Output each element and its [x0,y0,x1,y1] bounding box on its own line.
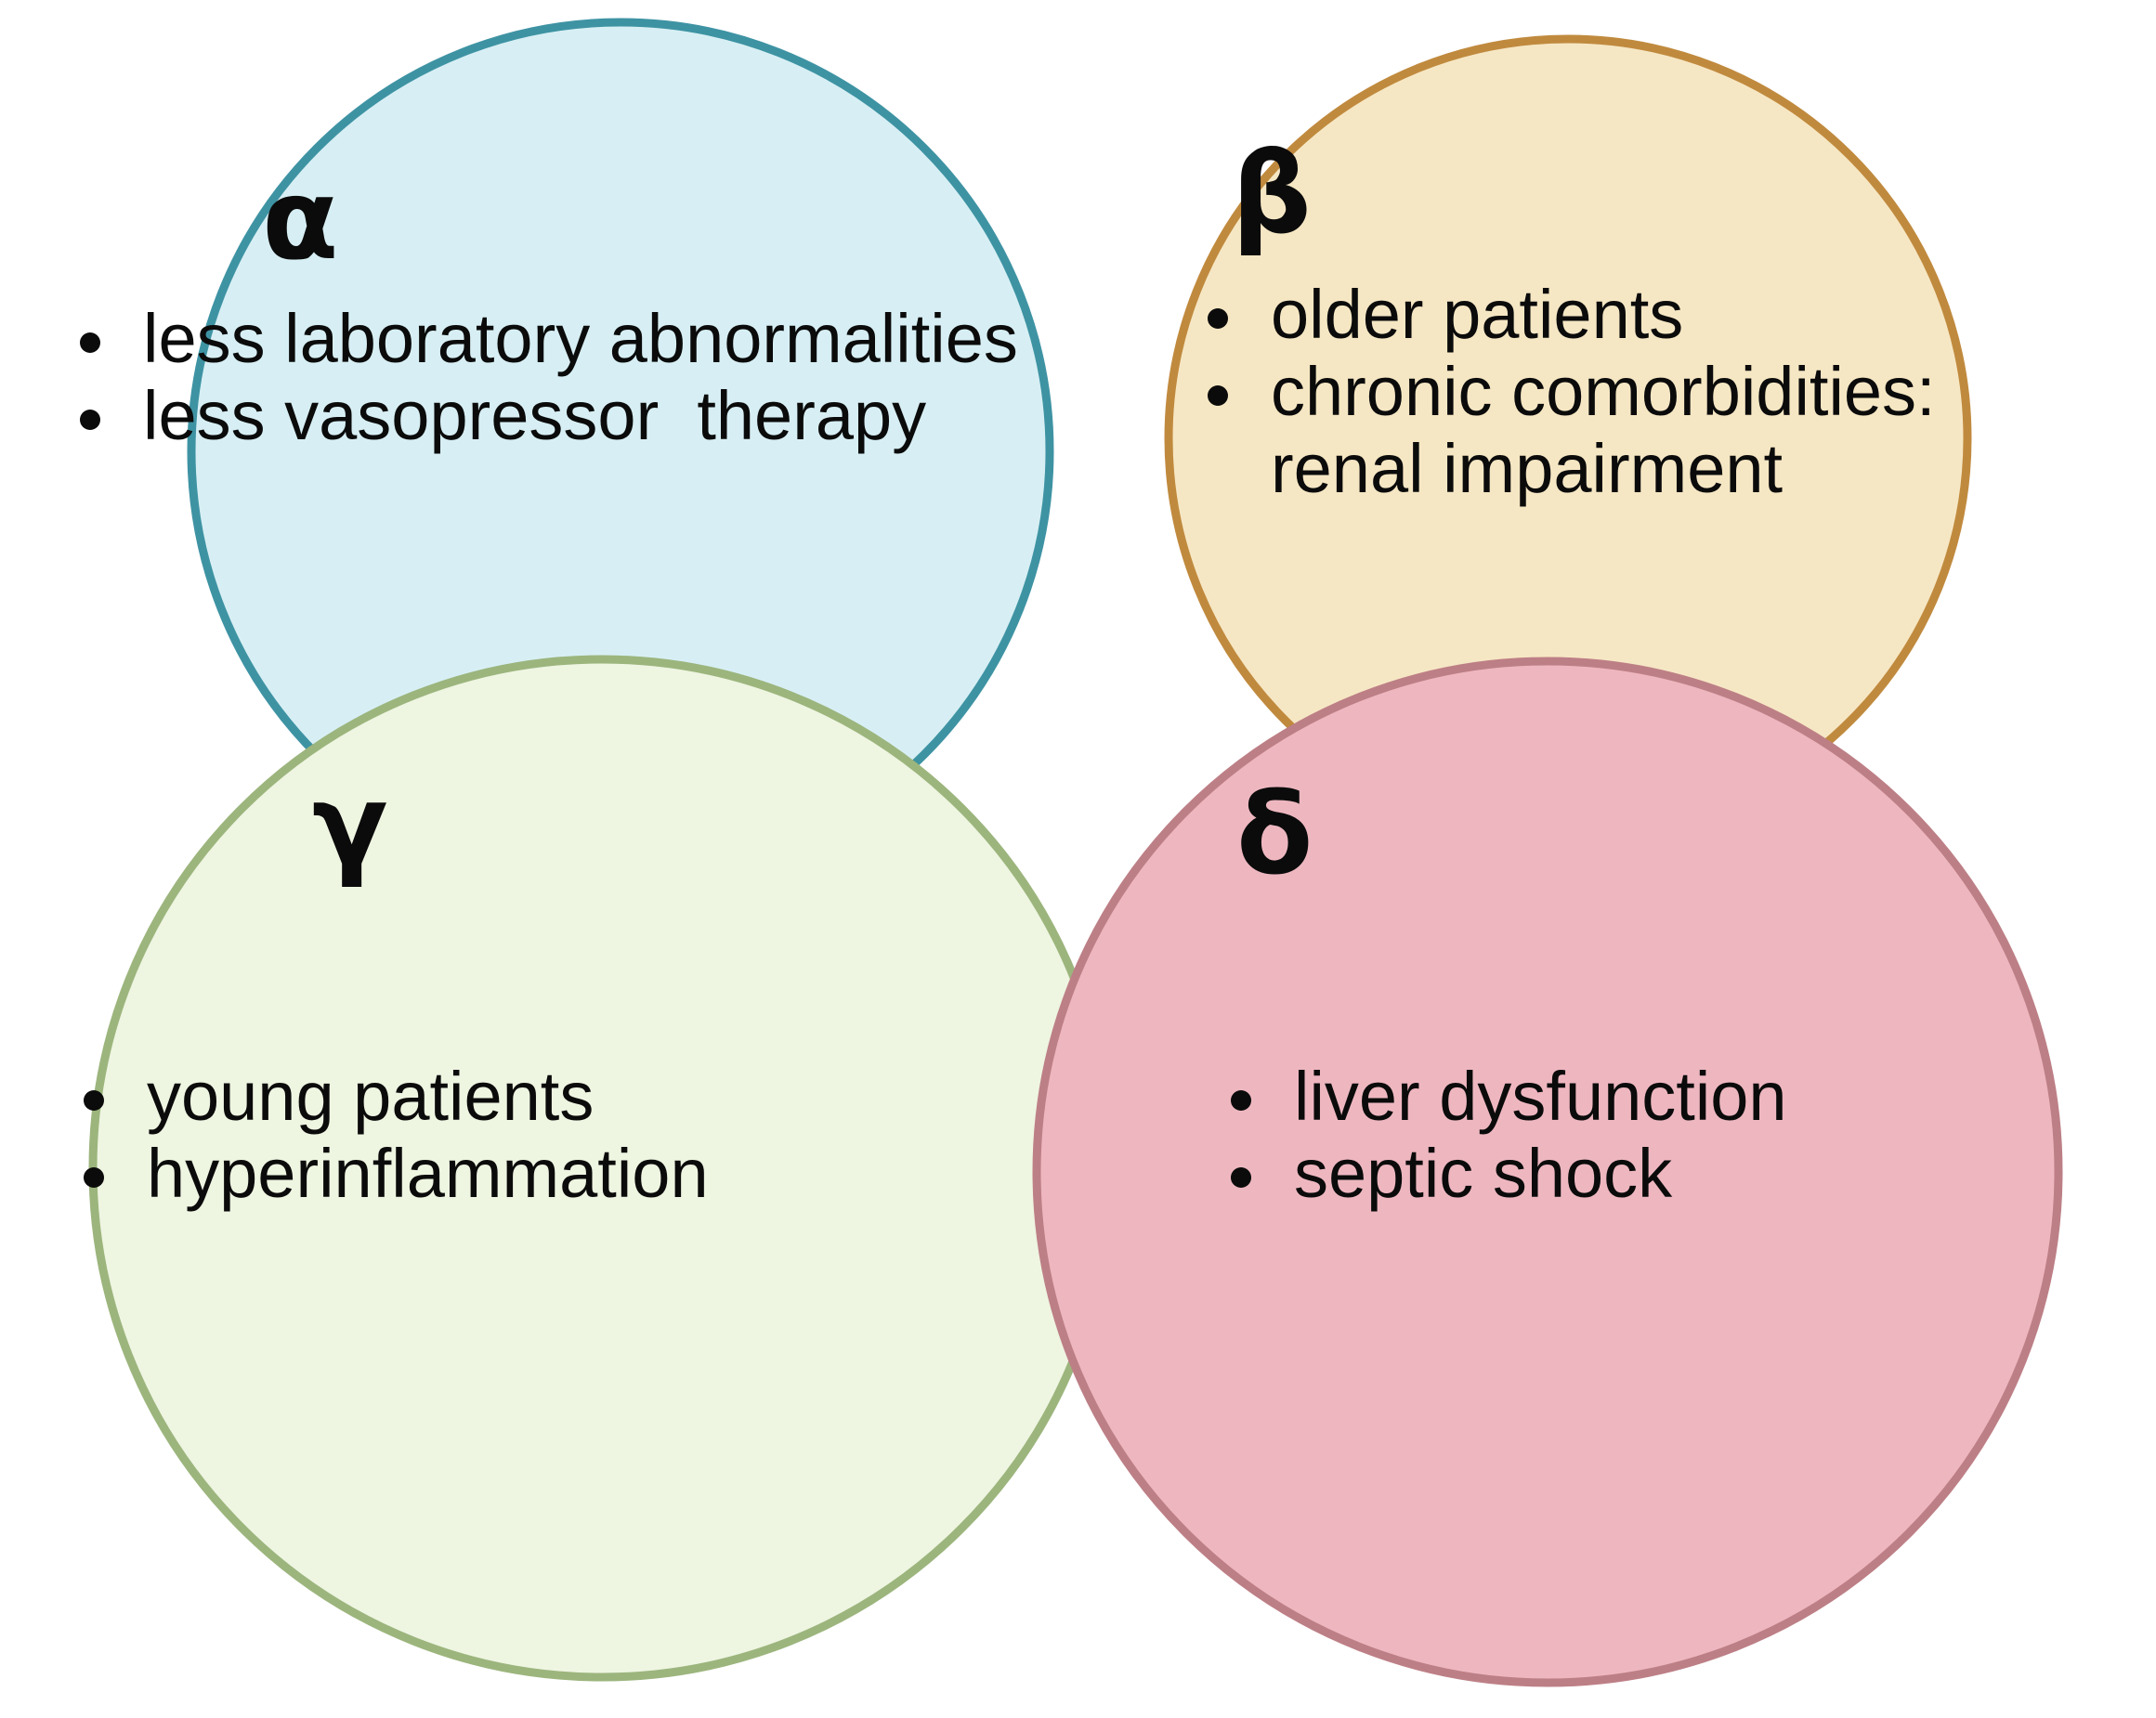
circle-gamma [88,655,1116,1682]
circle-delta [1032,657,2063,1687]
